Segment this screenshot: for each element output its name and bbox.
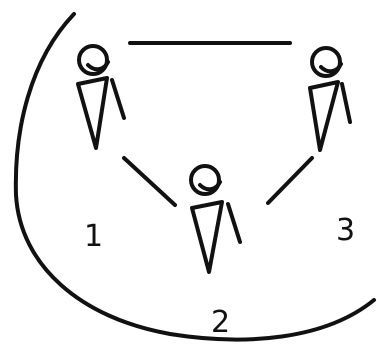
person-1-arm <box>112 80 124 118</box>
link-1-2 <box>124 158 175 205</box>
label-2: 2 <box>211 308 230 338</box>
label-3: 3 <box>336 216 355 246</box>
person-3-body <box>310 82 338 150</box>
person-2-figure <box>191 166 240 272</box>
label-1: 1 <box>84 222 103 252</box>
person-3-arm <box>342 84 350 122</box>
person-2-arm <box>228 204 240 242</box>
link-3-2 <box>268 158 312 203</box>
person-2-body <box>192 202 222 272</box>
boundary-curve <box>16 14 374 340</box>
person-1-figure <box>78 46 124 148</box>
person-3-figure <box>310 48 350 150</box>
person-1-body <box>78 78 107 148</box>
